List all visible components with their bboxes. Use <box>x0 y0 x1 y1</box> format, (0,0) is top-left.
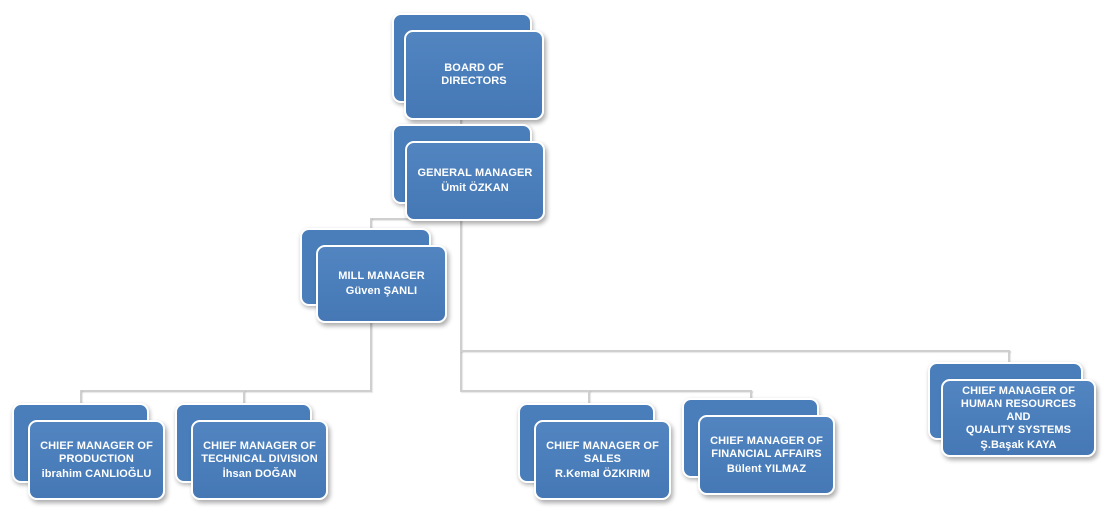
org-node-general-manager[interactable]: GENERAL MANAGER Ümit ÖZKAN <box>392 124 545 221</box>
org-node-person: ibrahim CANLIOĞLU <box>41 467 152 480</box>
org-node-title: GENERAL MANAGER <box>417 167 533 179</box>
connector-gm-trunk-down <box>460 218 462 390</box>
org-node-front-card[interactable]: BOARD OF DIRECTORS <box>404 30 544 120</box>
org-node-front-card[interactable]: CHIEF MANAGER OF PRODUCTION ibrahim CANLI… <box>28 420 165 500</box>
org-node-person: Bülent YILMAZ <box>726 462 807 475</box>
org-node-board-of-directors[interactable]: BOARD OF DIRECTORS <box>392 13 544 120</box>
org-node-person: R.Kemal ÖZKIRIM <box>554 467 650 480</box>
org-node-front-card[interactable]: GENERAL MANAGER Ümit ÖZKAN <box>405 141 545 221</box>
connector-hr-drop <box>1008 350 1010 366</box>
connector-mill-trunk-down <box>370 322 372 390</box>
org-node-chief-manager-of-financial-affairs[interactable]: CHIEF MANAGER OF FINANCIAL AFFAIRS Bülent… <box>682 398 835 495</box>
org-node-title: CHIEF MANAGER OF TECHNICAL DIVISION <box>201 439 318 465</box>
connector-board-to-gm <box>460 103 462 141</box>
org-node-title: CHIEF MANAGER OF HUMAN RESOURCES AND QUA… <box>960 384 1077 436</box>
org-node-title: MILL MANAGER <box>338 270 425 282</box>
org-node-title: CHIEF MANAGER OF PRODUCTION <box>40 439 153 465</box>
org-node-mill-manager[interactable]: MILL MANAGER Güven ŞANLI <box>300 228 447 323</box>
connector-production-drop <box>80 390 82 407</box>
org-node-person: Güven ŞANLI <box>345 285 418 297</box>
org-node-person: İhsan DOĞAN <box>222 467 297 480</box>
org-node-front-card[interactable]: CHIEF MANAGER OF FINANCIAL AFFAIRS Bülent… <box>698 415 835 495</box>
connector-gm-right-branch-h <box>460 350 1010 352</box>
connector-financial-drop <box>750 390 752 404</box>
connector-technical-drop <box>243 390 245 407</box>
org-node-title: BOARD OF DIRECTORS <box>441 62 507 87</box>
org-node-chief-manager-of-technical-division[interactable]: CHIEF MANAGER OF TECHNICAL DIVISION İhsan… <box>175 403 328 500</box>
connector-sales-drop <box>588 390 590 407</box>
org-node-chief-manager-of-production[interactable]: CHIEF MANAGER OF PRODUCTION ibrahim CANLI… <box>12 403 165 500</box>
org-node-chief-manager-of-sales[interactable]: CHIEF MANAGER OF SALES R.Kemal ÖZKIRIM <box>518 403 671 500</box>
org-node-chief-manager-of-human-resources-and-quality-systems[interactable]: CHIEF MANAGER OF HUMAN RESOURCES AND QUA… <box>928 362 1096 457</box>
org-node-person: Ş.Başak KAYA <box>980 438 1057 451</box>
org-node-front-card[interactable]: CHIEF MANAGER OF HUMAN RESOURCES AND QUA… <box>941 379 1096 457</box>
org-node-title: CHIEF MANAGER OF SALES <box>546 439 659 465</box>
org-node-front-card[interactable]: CHIEF MANAGER OF TECHNICAL DIVISION İhsan… <box>191 420 328 500</box>
org-node-front-card[interactable]: CHIEF MANAGER OF SALES R.Kemal ÖZKIRIM <box>534 420 671 500</box>
connector-sales-financial-h <box>460 390 752 392</box>
org-node-title: CHIEF MANAGER OF FINANCIAL AFFAIRS <box>710 434 823 460</box>
org-node-front-card[interactable]: MILL MANAGER Güven ŞANLI <box>316 245 447 323</box>
connector-mill-children-h <box>80 390 372 392</box>
org-node-person: Ümit ÖZKAN <box>441 182 509 194</box>
